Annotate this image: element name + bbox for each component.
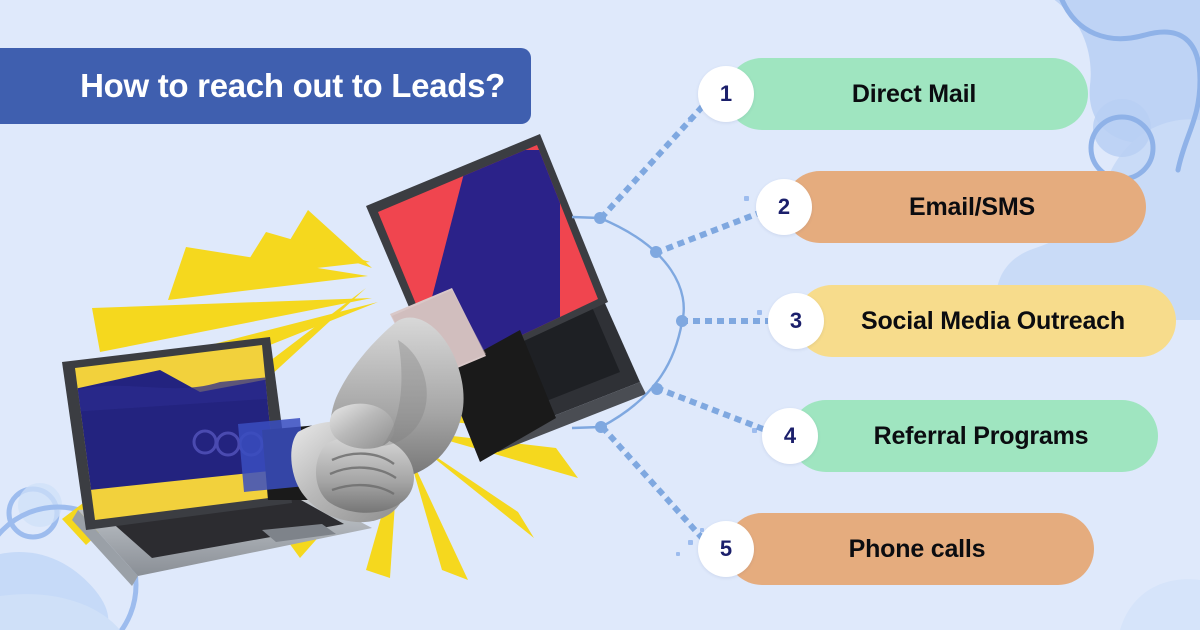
step-label-2: Email/SMS: [908, 192, 1036, 221]
ray-8: [418, 432, 578, 478]
fingers-clasp: [315, 434, 414, 513]
list-item-step-3[interactable]: 3 Social Media Outreach: [768, 285, 1176, 357]
branch-node-5: [595, 421, 607, 433]
handshake-hands: [238, 288, 556, 523]
sleeve-left-blue: [238, 418, 306, 492]
laptop-bottom: [62, 337, 372, 586]
knuckle-shading: [382, 340, 427, 446]
branch-line-1: [598, 91, 717, 221]
laptop-top-side: [492, 382, 646, 452]
page-title: How to reach out to Leads?: [80, 67, 505, 104]
step-number-badge-2: 2: [756, 179, 812, 235]
ring-small-left-fill: [18, 483, 62, 527]
list-item-step-2[interactable]: 2 Email/SMS: [756, 171, 1146, 243]
step-pill-2[interactable]: Email/SMS: [784, 171, 1146, 243]
step-number-badge-1: 1: [698, 66, 754, 122]
list-item-step-5[interactable]: 5 Phone calls: [698, 513, 1094, 585]
list-item-step-1[interactable]: 1 Direct Mail: [698, 58, 1088, 130]
step-label-4: Referral Programs: [873, 421, 1089, 450]
page-title-banner: How to reach out to Leads?: [0, 48, 531, 124]
laptop-bottom-trackpad: [262, 524, 336, 542]
laptop-bottom-screen-texture: [75, 376, 277, 412]
ring-large-bottom-left: [0, 504, 139, 630]
step-number-badge-3: 3: [768, 293, 824, 349]
branch-line-5: [599, 424, 717, 554]
thumb: [329, 403, 395, 449]
branch-node-2: [650, 246, 662, 258]
sleeve-right: [444, 330, 556, 462]
step-number-badge-5: 5: [698, 521, 754, 577]
finger-lines: [329, 452, 397, 496]
step-label-1: Direct Mail: [851, 79, 977, 108]
circle-fill-top-right: [1093, 99, 1151, 157]
blob-bottom-left-2: [0, 594, 120, 630]
wave-line-top-right: [1059, 0, 1200, 173]
step-pill-1[interactable]: Direct Mail: [726, 58, 1088, 130]
step-label-5: Phone calls: [848, 534, 986, 563]
step-label-3: Social Media Outreach: [861, 306, 1125, 335]
branch-nodes: [594, 212, 688, 433]
ray-2: [290, 210, 372, 268]
branch-node-4: [651, 383, 663, 395]
ray-3: [168, 247, 368, 300]
branch-node-3: [676, 315, 688, 327]
branch-line-2: [654, 204, 776, 256]
branch-lines: [598, 91, 785, 554]
branch-line-4: [655, 385, 780, 438]
ray-9: [414, 442, 534, 538]
branch-node-1: [594, 212, 606, 224]
step-number-badge-4: 4: [762, 408, 818, 464]
step-pill-4[interactable]: Referral Programs: [790, 400, 1158, 472]
ray-10: [408, 452, 468, 580]
blob-bottom-right: [1120, 579, 1200, 630]
step-pill-5[interactable]: Phone calls: [726, 513, 1094, 585]
step-pill-3[interactable]: Social Media Outreach: [796, 285, 1176, 357]
list-item-step-4[interactable]: 4 Referral Programs: [762, 400, 1158, 472]
ray-5: [92, 298, 372, 352]
